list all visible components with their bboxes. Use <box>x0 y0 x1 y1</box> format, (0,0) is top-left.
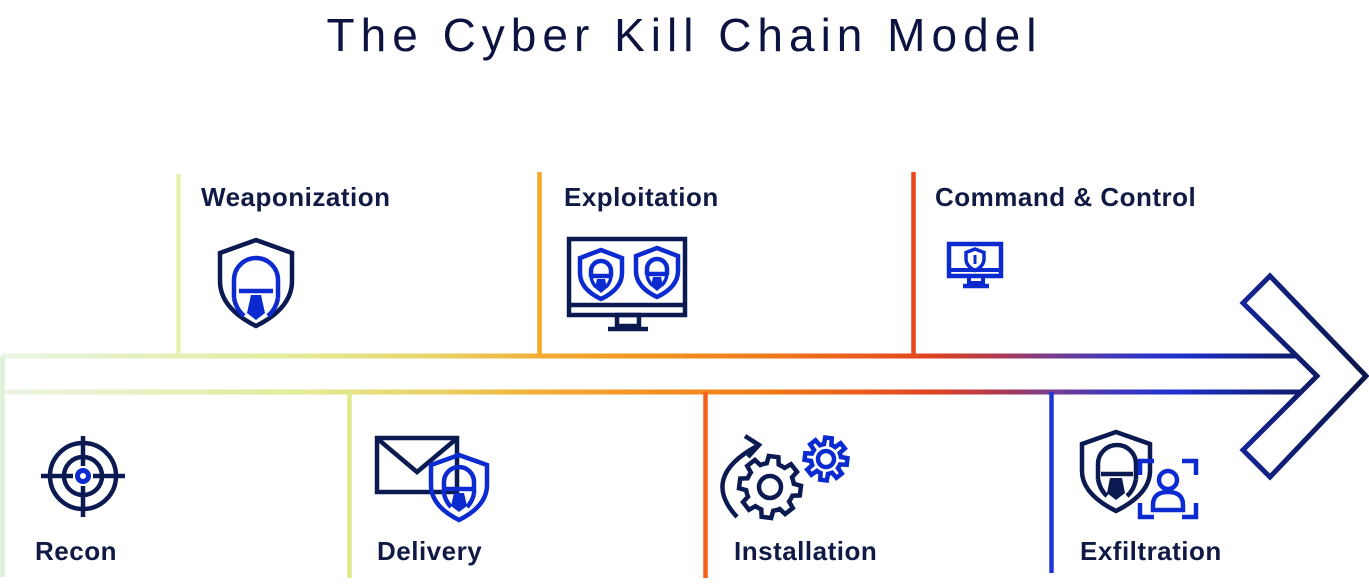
exploitation-label: Exploitation <box>564 182 719 212</box>
delivery-label: Delivery <box>377 536 483 566</box>
installation-label: Installation <box>734 536 878 566</box>
command-control-label: Command & Control <box>935 182 1197 212</box>
gears-install-icon <box>720 434 850 521</box>
recon-label: Recon <box>35 536 117 566</box>
timeline-arrow <box>2 272 1369 481</box>
crosshair-target-icon <box>41 436 125 517</box>
shield-helmet-icon <box>217 237 295 329</box>
weaponization-label: Weaponization <box>201 182 391 212</box>
envelope-shield-icon <box>374 435 490 523</box>
arrow-head <box>1239 272 1369 481</box>
shield-person-scan-icon <box>1079 429 1199 520</box>
monitor-shield-icon <box>946 241 1004 289</box>
exfiltration-label: Exfiltration <box>1080 536 1222 566</box>
diagram-title: The Cyber Kill Chain Model <box>326 9 1043 61</box>
monitor-two-shields-icon <box>566 236 688 332</box>
